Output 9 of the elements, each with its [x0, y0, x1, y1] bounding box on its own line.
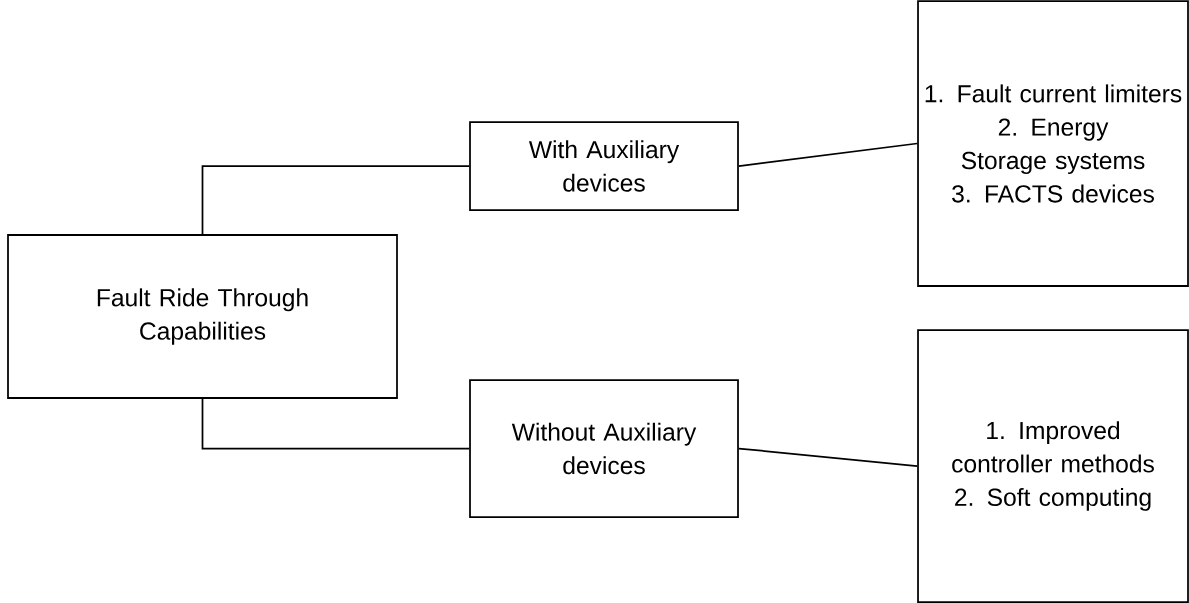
box: 1. Improved controller methods 2. Soft computing: [917, 329, 1189, 603]
box: Without Auxiliary devices: [469, 379, 739, 518]
connector-line: [201, 398, 470, 450]
box: 1. Fault current limiters 2. Energy Storage systems 3. FACTS devices: [917, 0, 1189, 287]
connector-line: [201, 165, 470, 235]
box: With Auxiliary devices: [469, 121, 739, 211]
connector-line: [738, 447, 918, 467]
box: Fault Ride Through Capabilities: [7, 234, 398, 399]
connector-line: [738, 142, 918, 167]
